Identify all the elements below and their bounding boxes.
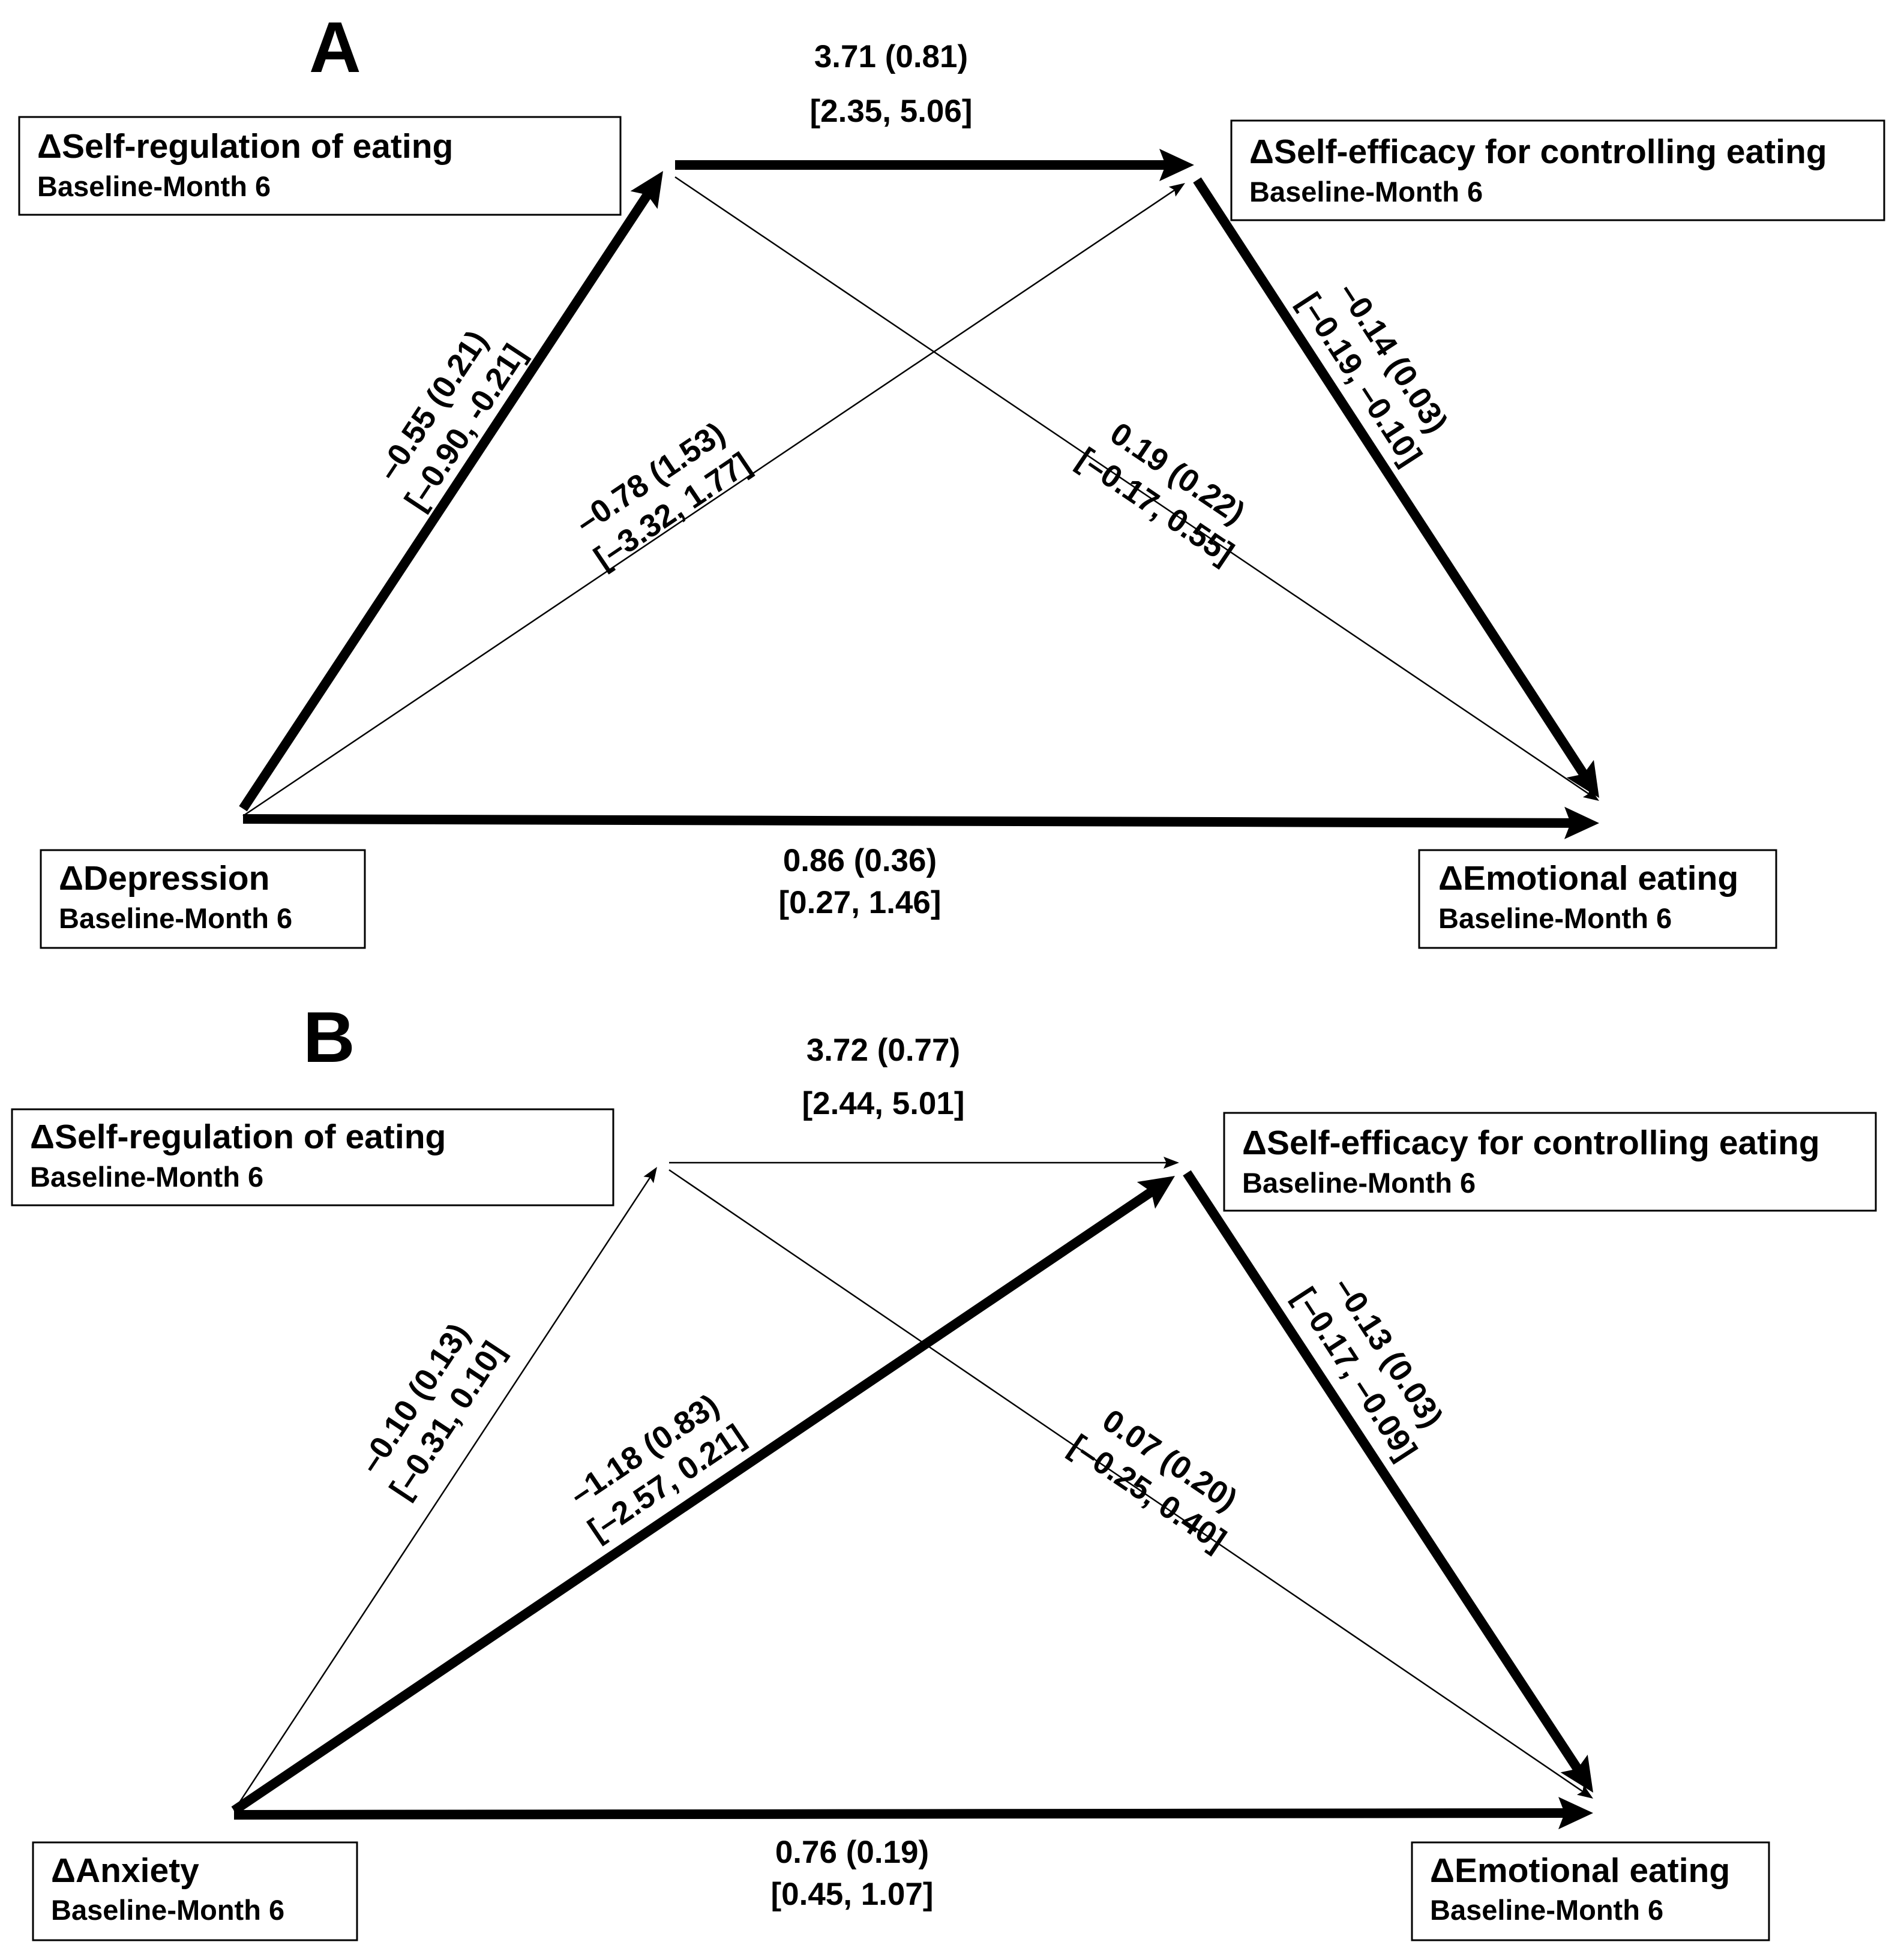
node-subtitle: Baseline-Month 6	[51, 1894, 284, 1926]
node-box	[18, 116, 622, 216]
node-title: ΔAnxiety	[51, 1851, 199, 1890]
path-arrow-depression-to-emotional-eating	[242, 814, 1579, 828]
node-box	[11, 1108, 614, 1206]
coef-anxiety-to-emotional-eating: 0.76 (0.19) [0.45, 1.07]	[770, 1835, 933, 1912]
path-arrow-self-efficacy-to-emotional-eating	[1183, 1170, 1586, 1778]
node-box	[32, 1841, 358, 1941]
coef-ci: [2.35, 5.06]	[809, 94, 972, 129]
coef-depression-to-self-efficacy: –0.78 (1.53) [–3.32, 1.77]	[569, 415, 757, 576]
node-subtitle: Baseline-Month 6	[1242, 1167, 1476, 1199]
node-anxiety: ΔAnxiety Baseline-Month 6	[32, 1841, 358, 1941]
coef-estimate: 3.72 (0.77)	[806, 1032, 960, 1068]
panel-b-label: B	[303, 997, 355, 1077]
node-title: ΔSelf-efficacy for controlling eating	[1242, 1124, 1820, 1162]
arrowhead	[1564, 806, 1599, 839]
panel-a: A ΔSelf-regulation of eating Baseline-Mo…	[18, 7, 1885, 949]
arrowhead	[1159, 149, 1194, 181]
path-arrow-anxiety-to-emotional-eating	[233, 1808, 1573, 1820]
coef-self-regulation-to-emotional-eating-a: 0.19 (0.22) [–0.17, 0.55]	[1071, 416, 1251, 571]
node-subtitle: Baseline-Month 6	[1438, 902, 1672, 934]
coef-self-regulation-to-self-efficacy-b: 3.72 (0.77) [2.44, 5.01]	[802, 1032, 964, 1121]
panel-a-label: A	[309, 7, 361, 88]
coef-anxiety-to-self-regulation: –0.10 (0.13) [–0.31, 0.10]	[352, 1317, 512, 1505]
arrowhead	[630, 171, 663, 209]
panel-b: B ΔSelf-regulation of eating Baseline-Mo…	[11, 997, 1877, 1941]
coef-ci: [0.45, 1.07]	[770, 1877, 933, 1912]
arrowhead	[1576, 1785, 1593, 1799]
arrowhead	[643, 1167, 657, 1184]
path-arrow-self-efficacy-to-emotional-eating	[1193, 177, 1592, 784]
node-title: ΔSelf-regulation of eating	[37, 127, 453, 166]
node-emotional-eating-a: ΔEmotional eating Baseline-Month 6	[1418, 849, 1777, 949]
coef-estimate: 0.76 (0.19)	[775, 1835, 929, 1870]
coef-depression-to-self-regulation: –0.55 (0.21) [–0.90, -0.21]	[370, 324, 533, 517]
node-subtitle: Baseline-Month 6	[30, 1161, 263, 1193]
node-box	[1411, 1841, 1770, 1941]
arrowhead	[1582, 787, 1599, 801]
coef-self-regulation-to-emotional-eating-b: 0.07 (0.20) [–0.25, 0.40]	[1063, 1403, 1243, 1558]
node-self-efficacy-b: ΔSelf-efficacy for controlling eating Ba…	[1223, 1112, 1877, 1212]
arrowhead	[1168, 183, 1185, 197]
node-subtitle: Baseline-Month 6	[1430, 1894, 1663, 1926]
path-arrow-anxiety-to-self-efficacy	[231, 1183, 1161, 1815]
node-title: ΔDepression	[59, 859, 269, 898]
node-title: ΔSelf-efficacy for controlling eating	[1249, 133, 1827, 171]
node-subtitle: Baseline-Month 6	[1249, 176, 1483, 208]
node-title: ΔEmotional eating	[1438, 859, 1738, 898]
node-box	[1230, 119, 1885, 221]
path-arrow-depression-to-self-regulation	[239, 185, 656, 812]
coef-estimate: 0.86 (0.36)	[783, 843, 937, 878]
node-subtitle: Baseline-Month 6	[59, 902, 292, 934]
node-self-regulation-a: ΔSelf-regulation of eating Baseline-Mont…	[18, 116, 622, 216]
path-arrow-self-regulation-to-emotional-eating	[668, 1169, 1586, 1794]
node-depression: ΔDepression Baseline-Month 6	[40, 849, 366, 949]
node-self-efficacy-a: ΔSelf-efficacy for controlling eating Ba…	[1230, 119, 1885, 221]
path-arrow-self-regulation-to-emotional-eating	[674, 176, 1592, 797]
arrowhead	[1566, 760, 1599, 798]
arrowhead	[1558, 1797, 1593, 1830]
node-box	[1223, 1112, 1877, 1212]
arrowhead	[1164, 1157, 1179, 1169]
node-self-regulation-b: ΔSelf-regulation of eating Baseline-Mont…	[11, 1108, 614, 1206]
coef-ci: [2.44, 5.01]	[802, 1086, 964, 1121]
arrowhead	[1560, 1754, 1593, 1793]
coef-depression-to-emotional-eating: 0.86 (0.36) [0.27, 1.46]	[778, 843, 941, 920]
coef-self-regulation-to-self-efficacy-a: 3.71 (0.81) [2.35, 5.06]	[809, 39, 972, 129]
coef-estimate: 3.71 (0.81)	[814, 39, 968, 74]
path-arrow-depression-to-self-efficacy	[242, 187, 1178, 817]
arrowhead	[1137, 1176, 1175, 1209]
path-arrow-anxiety-to-self-regulation	[233, 1174, 653, 1811]
node-emotional-eating-b: ΔEmotional eating Baseline-Month 6	[1411, 1841, 1770, 1941]
node-box	[40, 849, 366, 949]
node-box	[1418, 849, 1777, 949]
node-title: ΔSelf-regulation of eating	[30, 1118, 446, 1156]
coef-ci: [0.27, 1.46]	[778, 885, 941, 920]
node-subtitle: Baseline-Month 6	[37, 170, 271, 202]
node-title: ΔEmotional eating	[1430, 1851, 1730, 1890]
